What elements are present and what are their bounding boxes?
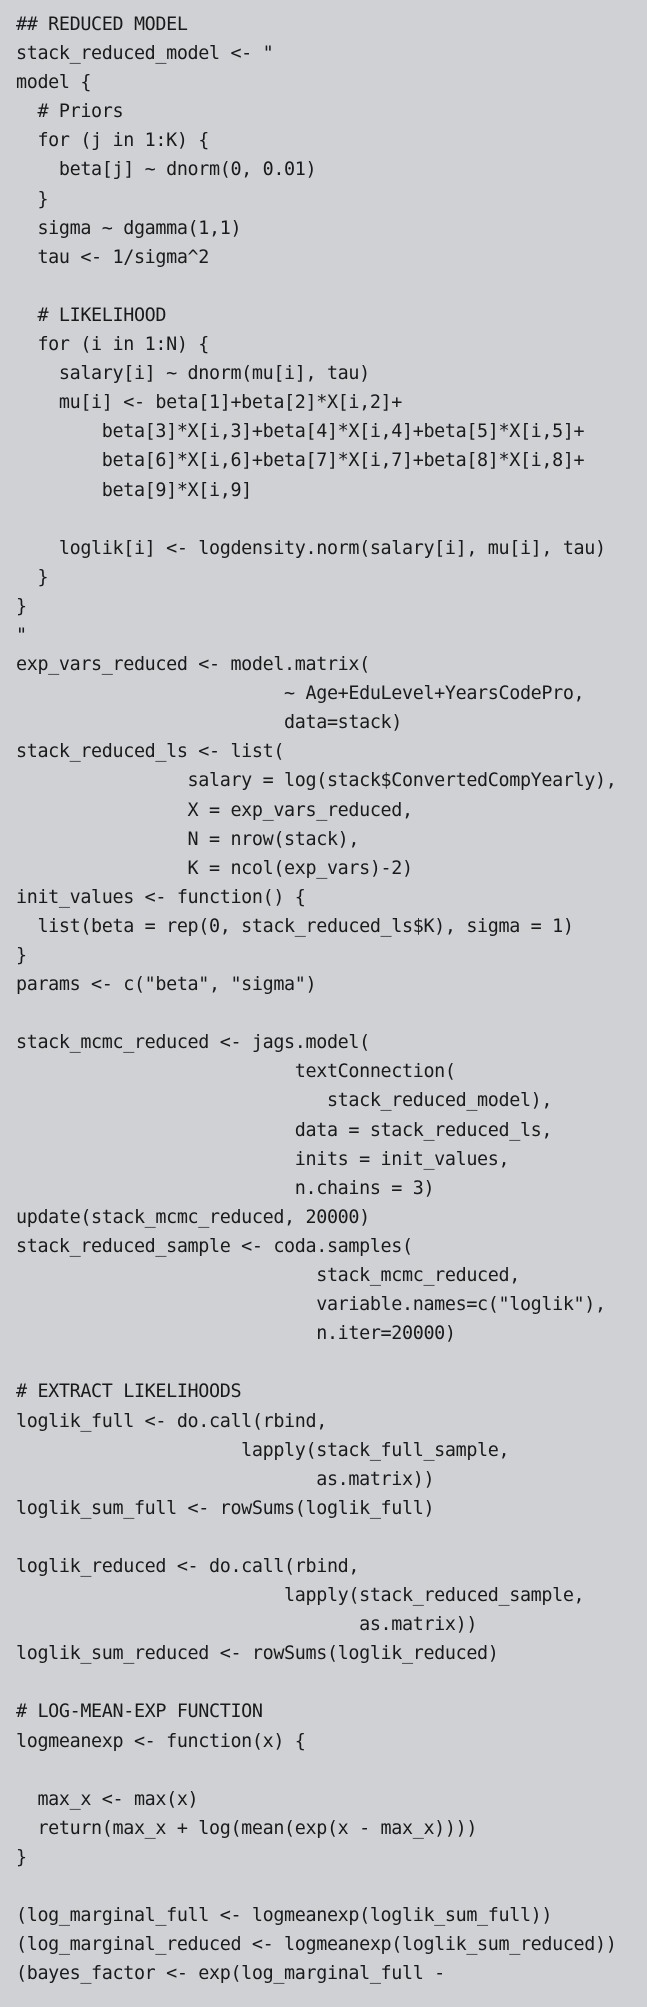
code-line: loglik_sum_full <- rowSums(loglik_full) [16, 1497, 435, 1519]
code-line: params <- c("beta", "sigma") [16, 974, 317, 996]
code-line: model { [16, 72, 92, 94]
code-line: for (j in 1:K) { [16, 130, 209, 152]
code-line: update(stack_mcmc_reduced, 20000) [16, 1206, 370, 1228]
code-line: stack_reduced_model), [16, 1090, 553, 1112]
code-line: } [16, 945, 27, 966]
code-line: stack_reduced_sample <- coda.samples( [16, 1235, 413, 1257]
code-line: data = stack_reduced_ls, [16, 1119, 553, 1141]
code-line: " [16, 624, 27, 646]
code-line: stack_reduced_ls <- list( [16, 741, 285, 763]
code-line: # LIKELIHOOD [16, 304, 167, 326]
code-line: lapply(stack_reduced_sample, [16, 1585, 585, 1607]
code-line: variable.names=c("loglik"), [16, 1294, 606, 1316]
code-line: lapply(stack_full_sample, [16, 1439, 510, 1461]
code-line: beta[j] ~ dnorm(0, 0.01) [16, 159, 317, 181]
code-line: inits = init_values, [16, 1148, 510, 1170]
code-line: ~ Age+EduLevel+YearsCodePro, [16, 683, 585, 705]
code-line: (log_marginal_reduced <- logmeanexp(logl… [16, 1934, 617, 1956]
code-line: stack_reduced_model <- " [16, 43, 274, 65]
code-line: } [16, 188, 49, 210]
code-line: } [16, 595, 27, 617]
code-line: return(max_x + log(mean(exp(x - max_x)))… [16, 1817, 478, 1839]
code-line: K = ncol(exp_vars)-2) [16, 857, 414, 879]
code-line [16, 999, 647, 1028]
code-line: n.iter=20000) [16, 1323, 456, 1345]
code-line: mu[i] <- beta[1]+beta[2]*X[i,2]+ [16, 392, 402, 414]
code-line: beta[9]*X[i,9] [16, 479, 252, 501]
code-line: } [16, 1846, 27, 1868]
code-line: ## REDUCED MODEL [16, 14, 188, 35]
code-line: beta[3]*X[i,3]+beta[4]*X[i,4]+beta[5]*X[… [16, 421, 585, 443]
code-line: exp_vars_reduced <- model.matrix( [16, 654, 370, 676]
code-line: list(beta = rep(0, stack_reduced_ls$K), … [16, 915, 574, 937]
code-line: stack_mcmc_reduced <- jags.model( [16, 1032, 370, 1054]
code-line: X = exp_vars_reduced, [16, 799, 414, 821]
code-line: # LOG-MEAN-EXP FUNCTION [16, 1701, 263, 1723]
code-line: salary = log(stack$ConvertedCompYearly), [16, 770, 617, 792]
code-line: max_x <- max(x) [16, 1788, 199, 1810]
code-line: as.matrix)) [16, 1468, 435, 1490]
code-line [16, 1872, 647, 1901]
code-line [16, 505, 647, 534]
code-line: } [16, 566, 49, 588]
code-line: tau <- 1/sigma^2 [16, 246, 209, 268]
code-line: stack_mcmc_reduced, [16, 1265, 520, 1287]
code-line: for (i in 1:N) { [16, 334, 209, 356]
code-line: loglik_sum_reduced <- rowSums(loglik_red… [16, 1643, 499, 1665]
code-line: # EXTRACT LIKELIHOODS [16, 1381, 242, 1403]
code-line [16, 1668, 647, 1697]
code-line: (log_marginal_full <- logmeanexp(loglik_… [16, 1905, 553, 1927]
code-line: (bayes_factor <- exp(log_marginal_full - [16, 1963, 445, 1985]
code-line [16, 1348, 647, 1377]
code-line: textConnection( [16, 1061, 456, 1083]
code-line: loglik_full <- do.call(rbind, [16, 1410, 327, 1432]
code-line: data=stack) [16, 712, 402, 734]
code-line: # Priors [16, 101, 124, 123]
code-line [16, 1756, 647, 1785]
code-line: init_values <- function() { [16, 886, 306, 908]
code-line: loglik_reduced <- do.call(rbind, [16, 1555, 360, 1577]
code-line [16, 1523, 647, 1552]
code-line [16, 272, 647, 301]
code-line: loglik[i] <- logdensity.norm(salary[i], … [16, 537, 606, 559]
code-line: beta[6]*X[i,6]+beta[7]*X[i,7]+beta[8]*X[… [16, 450, 585, 472]
code-line: logmeanexp <- function(x) { [16, 1730, 306, 1752]
code-line: sigma ~ dgamma(1,1) [16, 217, 242, 239]
code-line: salary[i] ~ dnorm(mu[i], tau) [16, 363, 370, 385]
code-line: n.chains = 3) [16, 1177, 435, 1199]
code-line: N = nrow(stack), [16, 828, 360, 850]
code-line: as.matrix)) [16, 1614, 478, 1636]
